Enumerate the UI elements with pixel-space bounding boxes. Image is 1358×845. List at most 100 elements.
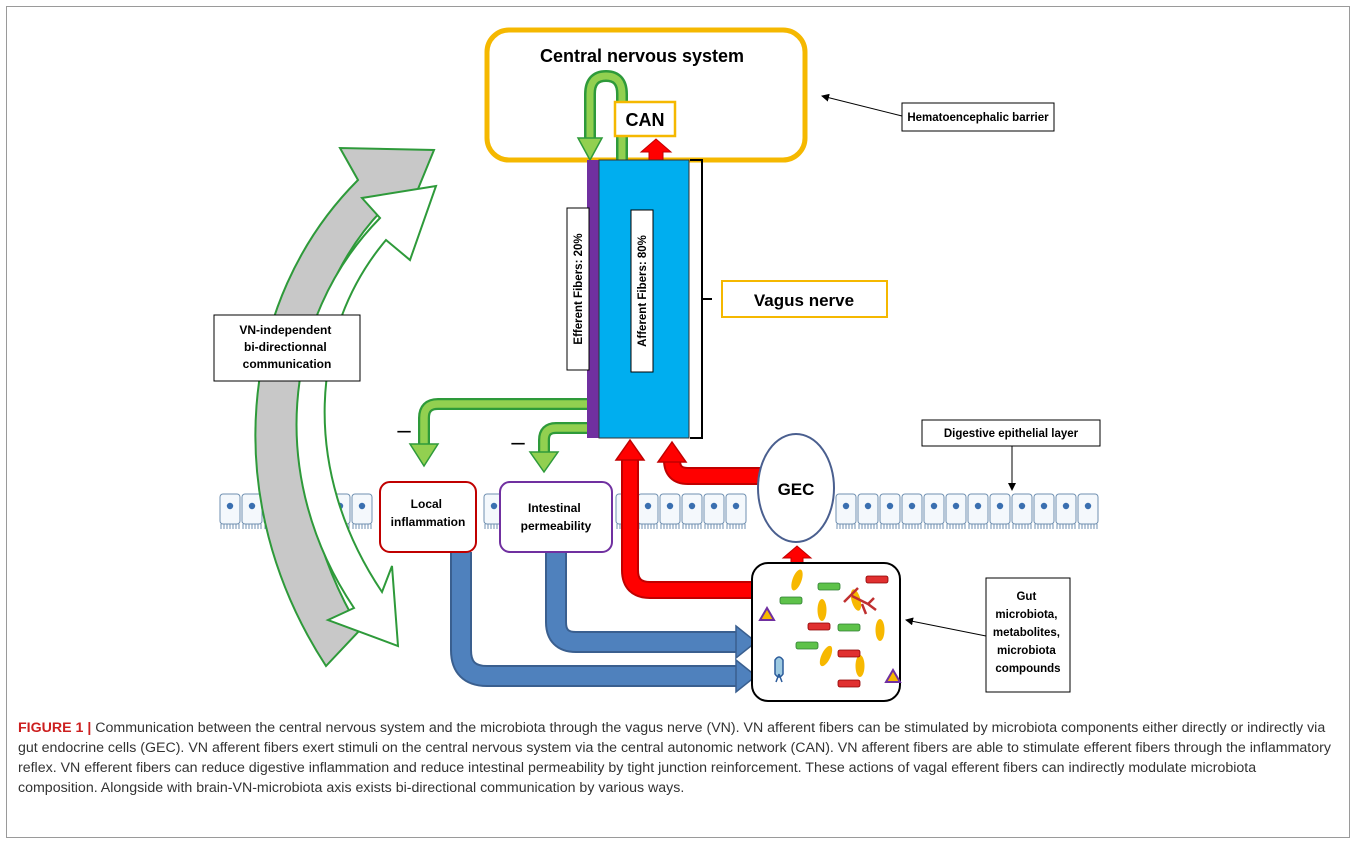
microbiota-line-3: metabolites, bbox=[993, 627, 1060, 639]
local-inflammation-line-1: Local bbox=[411, 497, 442, 511]
microbiota-line-5: compounds bbox=[995, 663, 1060, 675]
microvilli bbox=[242, 524, 262, 529]
vagus-nerve-label-box bbox=[721, 280, 888, 318]
blue-bacterium bbox=[774, 656, 784, 683]
afferent-label-box bbox=[630, 209, 654, 373]
microbiota-line-1: Gut bbox=[1016, 591, 1036, 603]
microvilli bbox=[946, 524, 966, 529]
microvilli bbox=[704, 524, 724, 529]
efferent-to-permeability-arrowhead bbox=[528, 451, 560, 474]
microvilli bbox=[858, 524, 878, 529]
barrier-pointer bbox=[821, 93, 903, 117]
microvilli bbox=[638, 524, 658, 529]
vagus-nerve-diagram: Central nervous system CAN Hematoencepha… bbox=[213, 27, 1101, 702]
microbiota-line-2: microbiota, bbox=[995, 609, 1057, 621]
microbiota-label: Gut microbiota, metabolites, microbiota … bbox=[993, 591, 1063, 675]
microvilli bbox=[924, 524, 944, 529]
cell-nucleus bbox=[226, 502, 234, 510]
inflammation-to-microbiota-arrow bbox=[450, 552, 738, 687]
gec-label: GEC bbox=[778, 480, 815, 499]
intestinal-permeability-label: Intestinal permeability bbox=[521, 501, 592, 533]
cell-nucleus bbox=[974, 502, 982, 510]
microvilli bbox=[1034, 524, 1054, 529]
microbiota-to-nerve-arrowhead bbox=[614, 438, 646, 461]
cns-label: Central nervous system bbox=[540, 46, 744, 66]
microvilli bbox=[1012, 524, 1032, 529]
cell-nucleus bbox=[864, 502, 872, 510]
cell-nucleus bbox=[886, 502, 894, 510]
caption-text: Communication between the central nervou… bbox=[18, 720, 1331, 796]
triangle-compound bbox=[884, 668, 902, 683]
barrier-box bbox=[901, 102, 1055, 132]
bacillus-yellow bbox=[850, 589, 862, 611]
can-box bbox=[613, 100, 677, 138]
local-inflammation-label: Local inflammation bbox=[391, 497, 466, 529]
flagellated-bacterium bbox=[843, 587, 877, 615]
cns-loop-arrowhead bbox=[576, 137, 604, 162]
vn-independent-line-2: bi-directionnal bbox=[244, 340, 327, 354]
bacillus-yellow bbox=[791, 569, 803, 591]
cell-nucleus bbox=[644, 502, 652, 510]
permeability-to-microbiota-arrowhead bbox=[735, 624, 758, 660]
microvilli bbox=[990, 524, 1010, 529]
inhibition-sign-inflammation: – bbox=[397, 417, 411, 444]
microvilli bbox=[484, 524, 504, 529]
inflammation-to-microbiota-arrowhead bbox=[735, 658, 758, 694]
bacillus-yellow bbox=[817, 599, 827, 621]
vn-independent-line-3: communication bbox=[243, 357, 332, 371]
intestinal-permeability-line-1: Intestinal bbox=[528, 501, 581, 515]
cell-nucleus bbox=[952, 502, 960, 510]
figure-frame bbox=[6, 6, 1350, 838]
microvilli bbox=[1056, 524, 1076, 529]
cell-nucleus bbox=[996, 502, 1004, 510]
efferent-fiber-band bbox=[587, 160, 599, 438]
cell-nucleus bbox=[358, 502, 366, 510]
cell-nucleus bbox=[908, 502, 916, 510]
microvilli bbox=[220, 524, 240, 529]
vagus-nerve-brace bbox=[690, 159, 703, 439]
cell-nucleus bbox=[842, 502, 850, 510]
microvilli bbox=[1078, 524, 1098, 529]
microbiota-label-box bbox=[985, 577, 1071, 693]
cell-nucleus bbox=[688, 502, 696, 510]
epithelial-label: Digestive epithelial layer bbox=[944, 428, 1079, 440]
cell-nucleus bbox=[1018, 502, 1026, 510]
bacillus-red bbox=[837, 649, 861, 658]
intestinal-permeability-line-2: permeability bbox=[521, 519, 592, 533]
cell-nucleus bbox=[732, 502, 740, 510]
microvilli bbox=[726, 524, 746, 529]
cell-nucleus bbox=[248, 502, 256, 510]
local-inflammation-line-2: inflammation bbox=[391, 515, 466, 529]
bacillus-green bbox=[837, 623, 861, 632]
vn-independent-box bbox=[213, 314, 361, 382]
efferent-label-box bbox=[566, 207, 590, 371]
microbiota-pointer bbox=[905, 617, 987, 637]
cell-nucleus bbox=[1040, 502, 1048, 510]
epithelial-label-box bbox=[921, 419, 1101, 447]
bacillus-red bbox=[837, 679, 861, 688]
cell-nucleus bbox=[1062, 502, 1070, 510]
bacillus-green bbox=[817, 582, 841, 591]
vn-independent-line-1: VN-independent bbox=[239, 323, 331, 337]
cell-nucleus bbox=[710, 502, 718, 510]
microvilli bbox=[836, 524, 856, 529]
vn-independent-label: VN-independent bi-directionnal communica… bbox=[239, 323, 334, 371]
bacillus-red bbox=[807, 622, 831, 631]
local-inflammation-box bbox=[379, 481, 477, 553]
microvilli bbox=[880, 524, 900, 529]
microvilli bbox=[352, 524, 372, 529]
intestinal-permeability-box bbox=[499, 481, 613, 553]
barrier-label: Hematoencephalic barrier bbox=[907, 112, 1049, 124]
microvilli bbox=[902, 524, 922, 529]
microbiota-line-4: microbiota bbox=[997, 645, 1056, 657]
efferent-to-inflammation-arrowhead bbox=[408, 443, 440, 468]
microvilli bbox=[660, 524, 680, 529]
bacillus-yellow bbox=[855, 655, 865, 677]
cell-nucleus bbox=[1084, 502, 1092, 510]
triangle-compound bbox=[758, 606, 776, 621]
gec-to-nerve-arrowhead bbox=[656, 440, 688, 463]
cell-nucleus bbox=[666, 502, 674, 510]
gec-cell bbox=[757, 433, 835, 543]
vagus-nerve-label: Vagus nerve bbox=[754, 291, 854, 310]
bacillus-red bbox=[865, 575, 889, 584]
